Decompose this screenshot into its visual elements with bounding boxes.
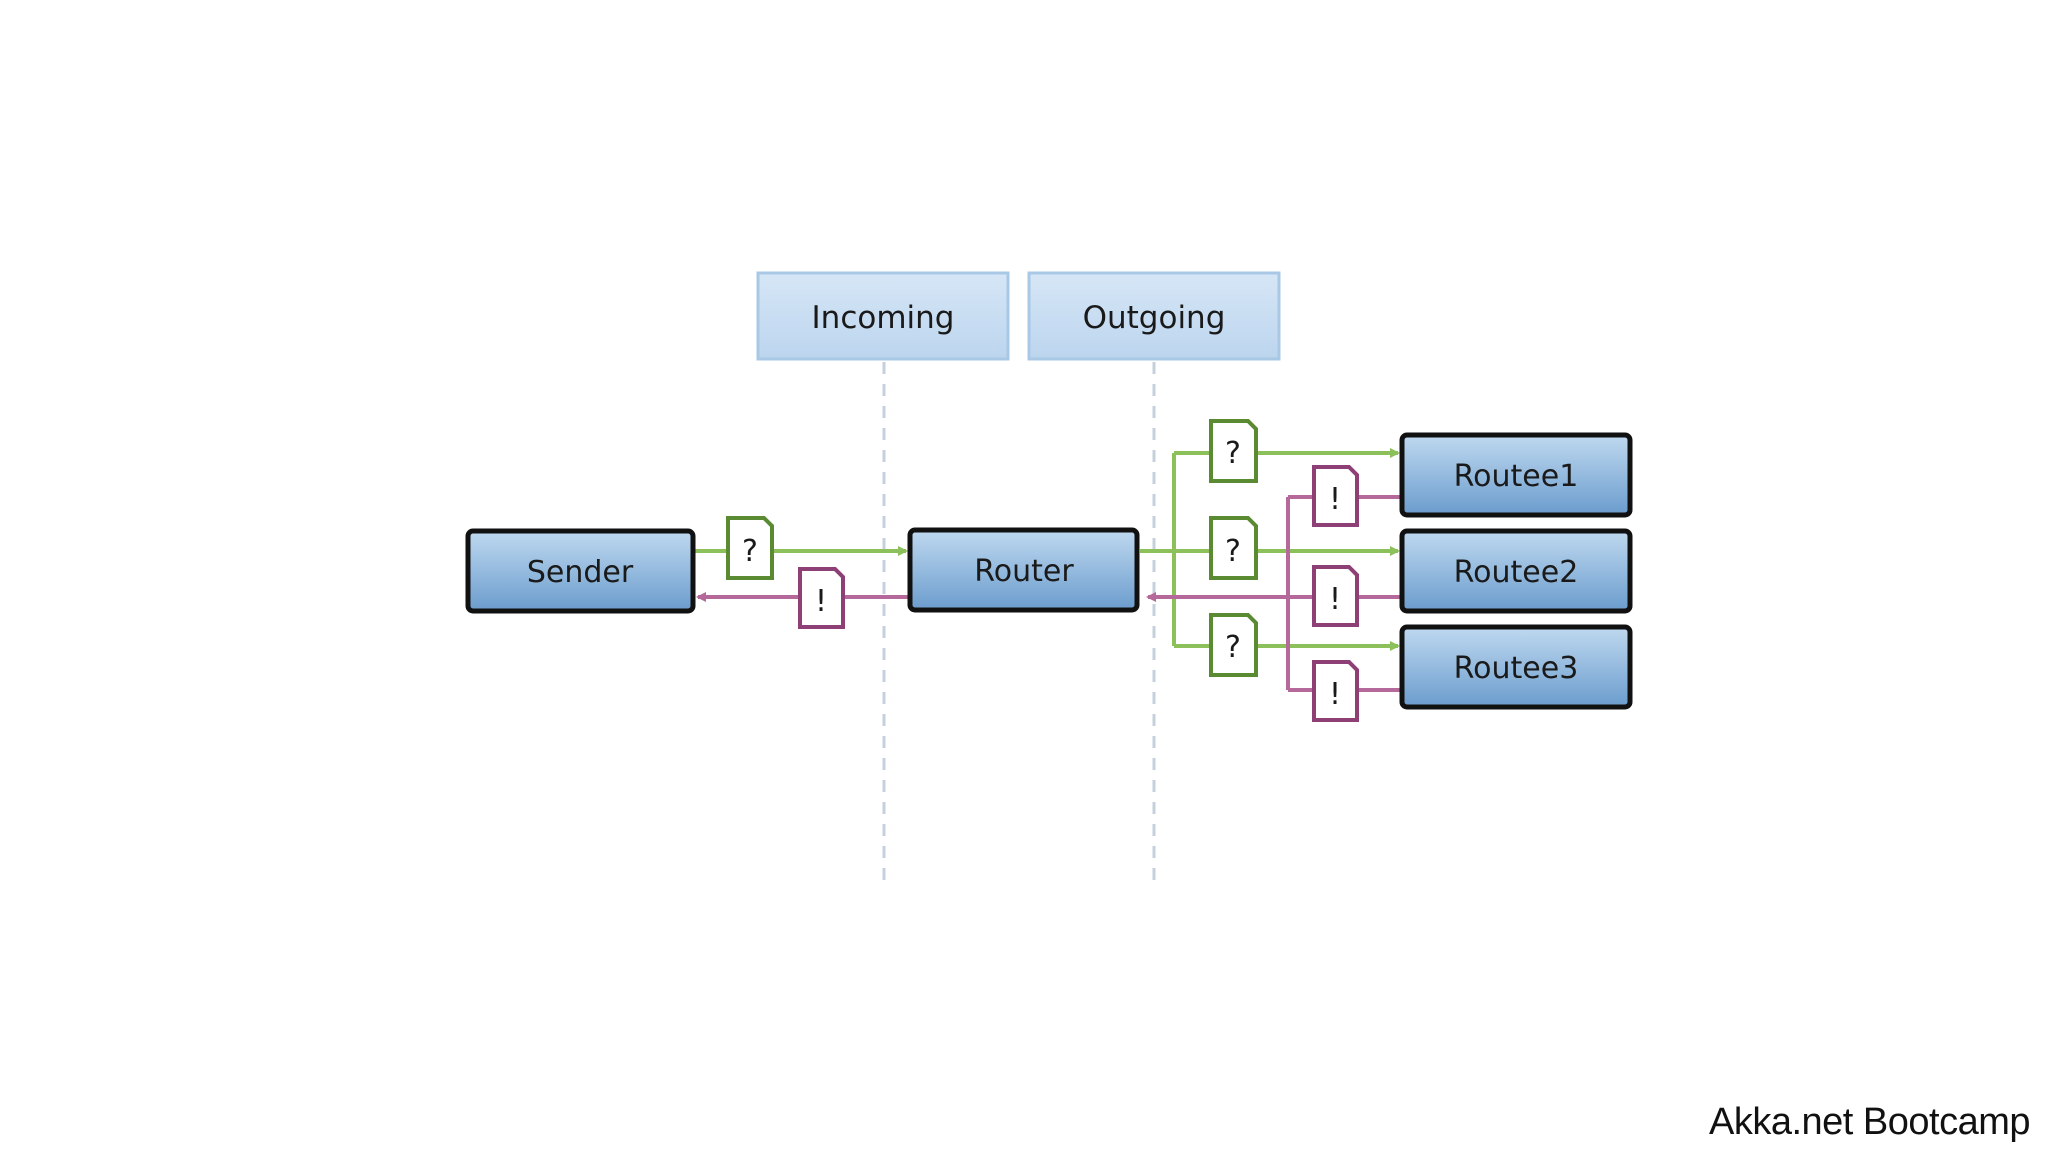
phase-incoming: Incoming — [756, 271, 1010, 361]
ask-message-doc-routee2: ? — [1209, 516, 1258, 580]
phase-incoming-label: Incoming — [812, 300, 955, 336]
tell-message-doc-sender: ! — [798, 567, 845, 629]
tell-symbol: ! — [1329, 677, 1341, 712]
tell-message-doc-routee1: ! — [1312, 465, 1359, 527]
ask-message-doc-sender: ? — [726, 516, 774, 580]
footer-text: Akka.net Bootcamp — [1708, 1101, 2031, 1143]
tell-symbol: ! — [1329, 482, 1341, 517]
routee3-label: Routee3 — [1454, 651, 1579, 686]
routee1-label: Routee1 — [1454, 459, 1579, 494]
tell-message-doc-routee3: ! — [1312, 660, 1359, 722]
router-to-routees-ask — [1140, 448, 1400, 651]
routee2-actor: Routee2 — [1399, 528, 1633, 614]
ask-message-doc-routee1: ? — [1209, 419, 1258, 483]
sender-label: Sender — [527, 555, 634, 590]
tell-message-doc-routee2: ! — [1312, 565, 1359, 627]
tell-symbol: ! — [1329, 582, 1341, 617]
routee3-actor: Routee3 — [1399, 624, 1633, 710]
phase-outgoing: Outgoing — [1027, 271, 1281, 361]
phase-outgoing-label: Outgoing — [1083, 300, 1226, 336]
routees-to-router-tell — [1146, 495, 1402, 692]
ask-symbol: ? — [1225, 436, 1241, 471]
ask-message-doc-routee3: ? — [1209, 613, 1258, 677]
tell-symbol: ! — [815, 584, 827, 619]
sender-actor: Sender — [465, 528, 696, 614]
router-label: Router — [974, 554, 1074, 589]
routee1-actor: Routee1 — [1399, 432, 1633, 518]
router-actor: Router — [907, 527, 1140, 613]
routee2-label: Routee2 — [1454, 555, 1579, 590]
ask-symbol: ? — [742, 534, 758, 569]
ask-symbol: ? — [1225, 630, 1241, 665]
ask-symbol: ? — [1225, 534, 1241, 569]
